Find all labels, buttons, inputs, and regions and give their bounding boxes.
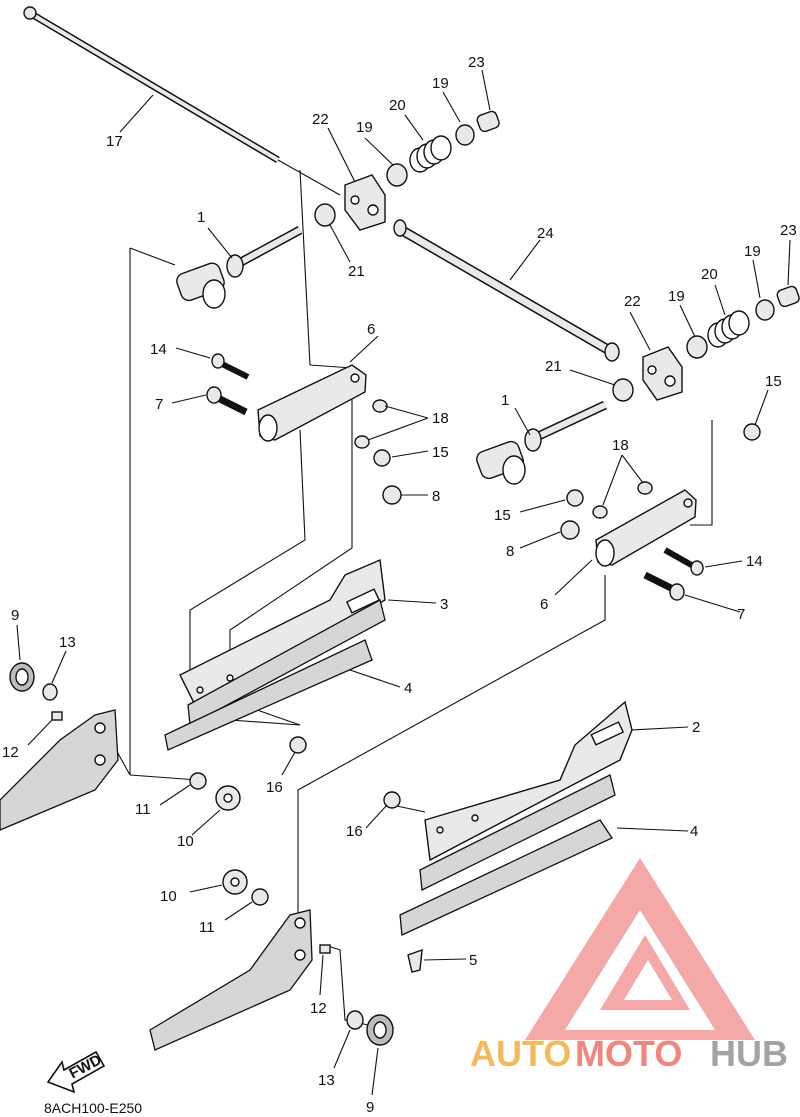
shaft-24 — [393, 219, 620, 362]
callout-11: 11 — [199, 919, 215, 936]
bolt-1-left — [176, 226, 303, 309]
fwd-arrow-icon: FWD — [46, 1050, 106, 1094]
part-code: 8ACH100-E250 — [44, 1100, 142, 1116]
callout-4: 4 — [690, 823, 698, 840]
callout-10: 10 — [160, 888, 177, 905]
watermark-logo — [525, 858, 755, 1040]
leader-lines — [16, 69, 791, 1096]
callout-9: 9 — [366, 1099, 374, 1116]
callout-12: 12 — [310, 1000, 327, 1017]
callout-1: 1 — [197, 209, 205, 226]
callout-21: 21 — [545, 358, 562, 375]
callout-15: 15 — [765, 373, 782, 390]
watermark-hub: HUB — [710, 1033, 788, 1074]
callout-22: 22 — [624, 293, 641, 310]
seat-rail-2-lower — [399, 700, 633, 936]
callout-24: 24 — [537, 225, 554, 242]
callout-7: 7 — [737, 606, 745, 623]
callout-21: 21 — [348, 263, 365, 280]
callout-12: 12 — [2, 744, 19, 761]
callout-19: 19 — [356, 119, 373, 136]
callout-6: 6 — [367, 321, 375, 338]
callout-15: 15 — [494, 507, 511, 524]
callout-14: 14 — [150, 341, 167, 358]
watermark-auto: AUTO — [470, 1033, 571, 1074]
watermark-text: AUTO MOTO HUB — [470, 1033, 788, 1074]
callout-5: 5 — [469, 952, 477, 969]
callout-3: 3 — [440, 596, 448, 613]
callout-4: 4 — [404, 680, 412, 697]
callout-18: 18 — [432, 410, 449, 427]
callout-19: 19 — [744, 243, 761, 260]
callout-13: 13 — [318, 1072, 335, 1089]
callout-14: 14 — [746, 553, 763, 570]
watermark-moto: MOTO — [575, 1033, 682, 1074]
callout-16: 16 — [266, 779, 283, 796]
callout-19: 19 — [668, 288, 685, 305]
callout-11: 11 — [135, 801, 151, 818]
callout-6: 6 — [540, 596, 548, 613]
callout-23: 23 — [780, 222, 797, 239]
link-plate-6-left — [257, 364, 367, 442]
callout-19: 19 — [432, 75, 449, 92]
callout-1: 1 — [501, 392, 509, 409]
callout-20: 20 — [389, 97, 406, 114]
callout-15: 15 — [432, 444, 449, 461]
callout-13: 13 — [59, 634, 76, 651]
callout-20: 20 — [701, 266, 718, 283]
callout-18: 18 — [612, 437, 629, 454]
frame-bracket-upper-left — [0, 709, 119, 831]
pivot-block-22-upper — [314, 110, 500, 231]
fasteners — [9, 353, 761, 1046]
frame-bracket-lower-left — [149, 909, 313, 1051]
link-plate-6-right — [595, 489, 697, 567]
callout-17: 17 — [106, 133, 123, 150]
callout-8: 8 — [432, 488, 440, 505]
seat-rail-3-upper — [164, 558, 386, 751]
callout-8: 8 — [506, 543, 514, 560]
callout-10: 10 — [177, 833, 194, 850]
callout-2: 2 — [692, 719, 700, 736]
callout-23: 23 — [468, 54, 485, 71]
rod-17 — [23, 6, 341, 196]
pivot-block-22-lower — [612, 285, 800, 402]
callout-numbers: 17 1 22 19 20 19 23 21 24 1 22 19 20 19 … — [2, 54, 797, 1116]
callout-7: 7 — [155, 396, 163, 413]
callout-22: 22 — [312, 111, 329, 128]
callout-16: 16 — [346, 823, 363, 840]
callout-9: 9 — [11, 607, 19, 624]
fwd-label: FWD — [66, 1051, 104, 1082]
bolt-1-right — [476, 400, 607, 485]
